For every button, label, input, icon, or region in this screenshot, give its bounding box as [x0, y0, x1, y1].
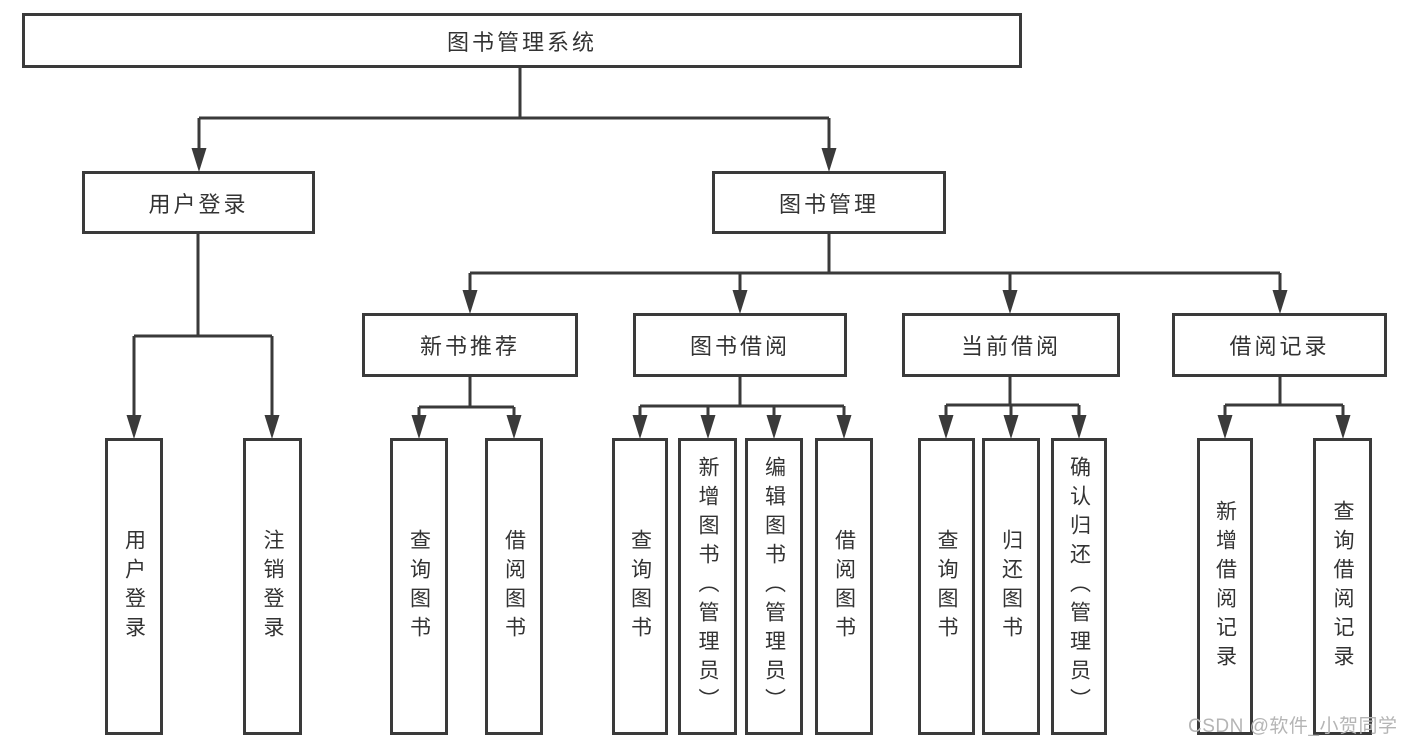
arrowhead	[462, 290, 478, 314]
connector-user-login-to-leaves	[126, 234, 280, 439]
leaf-label: 编辑图书（管理员）	[762, 456, 786, 717]
leaf-label: 新增图书（管理员）	[696, 456, 719, 717]
arrowhead	[1003, 415, 1019, 439]
leaf-label: 查询借阅记录	[1331, 499, 1354, 674]
arrowhead	[700, 415, 716, 439]
leaf-add-borrow-record: 新增借阅记录	[1197, 438, 1253, 735]
leaf-return-books: 归还图书	[982, 438, 1040, 735]
node-book-management: 图书管理	[712, 171, 946, 234]
node-new-book-recommend: 新书推荐	[362, 313, 578, 377]
node-current-borrowing: 当前借阅	[902, 313, 1120, 377]
leaf-label: 确认归还（管理员）	[1067, 456, 1091, 717]
connector-current-borrow-to-leaves	[938, 377, 1087, 439]
connector-borrow-record-to-leaves	[1217, 377, 1351, 439]
arrowhead	[1335, 415, 1351, 439]
leaf-add-books-admin: 新增图书（管理员）	[678, 438, 737, 735]
node-book-borrowing: 图书借阅	[633, 313, 847, 377]
leaf-label: 借阅图书	[502, 528, 526, 645]
arrowhead	[766, 415, 782, 439]
arrowhead	[632, 415, 648, 439]
arrowhead	[411, 415, 427, 439]
arrowhead	[191, 148, 207, 172]
arrowhead	[264, 415, 280, 439]
arrowhead	[1217, 415, 1233, 439]
leaf-label: 查询图书	[628, 528, 652, 645]
connector-book-management-to-level3	[462, 234, 1288, 314]
leaf-user-login: 用户登录	[105, 438, 163, 735]
leaf-edit-books-admin: 编辑图书（管理员）	[745, 438, 803, 735]
leaf-label: 新增借阅记录	[1213, 499, 1237, 674]
leaf-label: 查询图书	[935, 528, 958, 645]
leaf-label: 注销登录	[261, 528, 284, 645]
leaf-label: 用户登录	[122, 528, 146, 645]
arrowhead	[1002, 290, 1018, 314]
leaf-confirm-return-admin: 确认归还（管理员）	[1051, 438, 1107, 735]
leaf-borrow-books-2: 借阅图书	[815, 438, 873, 735]
arrowhead	[1071, 415, 1087, 439]
leaf-borrow-books-1: 借阅图书	[485, 438, 543, 735]
leaf-query-borrow-record: 查询借阅记录	[1313, 438, 1372, 735]
leaf-logout: 注销登录	[243, 438, 302, 735]
arrowhead	[506, 415, 522, 439]
arrowhead	[938, 415, 954, 439]
arrowhead	[126, 415, 142, 439]
node-user-login: 用户登录	[82, 171, 315, 234]
connector-new-book-to-leaves	[411, 377, 522, 439]
connector-book-borrow-to-leaves	[632, 377, 852, 439]
leaf-query-books-1: 查询图书	[390, 438, 448, 735]
node-borrowing-records: 借阅记录	[1172, 313, 1387, 377]
leaf-label: 查询图书	[407, 528, 431, 645]
csdn-watermark: CSDN @软件_小贺同学	[1188, 716, 1398, 737]
leaf-query-books-3: 查询图书	[918, 438, 975, 735]
node-library-management-system: 图书管理系统	[22, 13, 1022, 68]
leaf-query-books-2: 查询图书	[612, 438, 668, 735]
arrowhead	[1272, 290, 1288, 314]
arrowhead	[732, 290, 748, 314]
arrowhead	[836, 415, 852, 439]
arrowhead	[821, 148, 837, 172]
leaf-label: 借阅图书	[832, 528, 856, 645]
leaf-label: 归还图书	[999, 528, 1023, 645]
connector-root-to-level2	[191, 68, 837, 172]
